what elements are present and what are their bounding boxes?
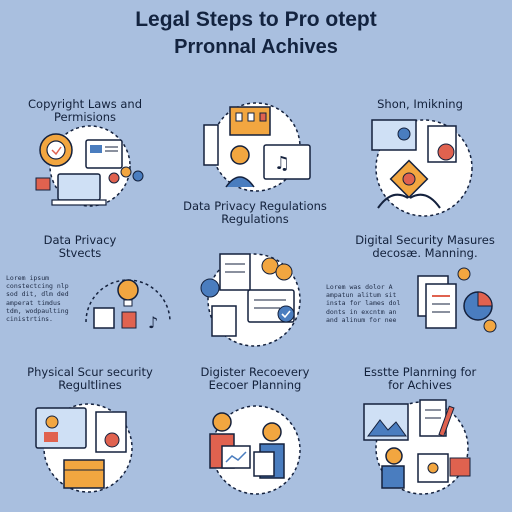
clipboard-icon <box>211 305 237 337</box>
pen-icon <box>438 405 455 437</box>
lorem-right-line: ampatun alitum sit <box>326 291 397 300</box>
panel-data-privacy-label-line1: Data Privacy <box>43 233 117 247</box>
data-privacy-illustration: ♪ <box>78 262 178 344</box>
lorem-right-line: donts in excntm an <box>326 307 397 316</box>
lightbulb-icon <box>117 279 139 301</box>
svg-text:♫: ♫ <box>274 153 290 174</box>
title-line-1: Legal Steps to Pro otept <box>135 8 377 31</box>
document-icon <box>253 451 275 477</box>
physical-security-illustration <box>30 396 150 504</box>
server-icon <box>203 124 219 166</box>
panel-digital-security-label-line2: decosæ. Manning. <box>372 246 478 260</box>
panel-estate-planning-label-line2: for Achives <box>388 378 452 392</box>
lorem-text-right: Lorem was dolor A ampatun alitum sit ins… <box>326 283 400 324</box>
panel-disaster-recovery-label-line2: Eecoer Planning <box>208 378 302 392</box>
panel-copyright-label: Copyright Laws and Permisions <box>10 98 160 124</box>
lorem-right-line: Lorem was dolor A <box>326 283 393 291</box>
data-privacy-regulations-illustration: ♫ <box>190 95 325 200</box>
panel-digital-security-label: Digital Security Masures decosæ. Manning… <box>345 234 505 260</box>
panel-data-privacy-label: Data Privacy Stvects <box>10 234 150 260</box>
person-icon <box>230 145 250 165</box>
panel-estate-planning-label-line1: Esstte Planrning for <box>363 365 477 379</box>
estate-planning-illustration <box>360 396 484 504</box>
panel-data-privacy-regulations-line2: Regulations <box>221 212 289 226</box>
lorem-left-line: amperat timdus <box>6 298 61 307</box>
award-icon <box>483 319 497 333</box>
target-icon <box>437 143 455 161</box>
panel-show-label: Shon, Imikning <box>350 98 490 111</box>
people-icon <box>120 166 132 178</box>
panel-digital-security-label-line1: Digital Security Masures <box>355 233 495 247</box>
box-icon <box>63 459 105 489</box>
lorem-right-line: and alinum for nee <box>326 315 397 324</box>
lock-icon <box>104 432 120 448</box>
person-icon <box>212 412 232 432</box>
send-icon <box>200 278 220 298</box>
panel-physical-security-label-line2: Regultlines <box>58 378 122 392</box>
panel-data-privacy-regulations-line1: Data Privacy Regulations <box>183 199 327 213</box>
lorem-left-line: tdm, wodpaulting <box>6 306 69 315</box>
chart-board-icon <box>221 445 251 469</box>
panel-disaster-recovery-label: Digister Recoevery Eecoer Planning <box>180 366 330 392</box>
id-card-icon <box>35 407 87 449</box>
disaster-recovery-illustration <box>196 396 316 506</box>
check-icon <box>277 305 295 323</box>
panel-copyright-label-line1: Copyright Laws and <box>28 97 142 111</box>
panel-physical-security-label: Physical Scur security Regultlines <box>10 366 170 392</box>
lorem-right-line: insta for lames dol <box>326 299 401 308</box>
panel-show-label-line1: Shon, Imikning <box>377 97 463 111</box>
lorem-left-line: Lorem ipsum <box>6 274 50 282</box>
show-illustration <box>358 112 488 224</box>
copyright-illustration <box>18 116 158 216</box>
lorem-text-left: Lorem ipsum constectcing nlp sod dit, dl… <box>6 274 69 323</box>
panel-estate-planning-label: Esstte Planrning for for Achives <box>345 366 495 392</box>
digital-security-illustration <box>412 264 508 344</box>
person-icon <box>262 422 282 442</box>
monitor-music-icon <box>263 144 311 180</box>
laptop-icon <box>57 173 101 201</box>
panel-disaster-recovery-label-line1: Digister Recoevery <box>200 365 310 379</box>
title-line-2: Prronnal Achives <box>174 36 338 58</box>
lorem-left-line: cinistrtins. <box>6 315 53 324</box>
center-illustration <box>190 246 320 356</box>
person-icon <box>385 447 403 465</box>
panel-data-privacy-regulations-label: Data Privacy Regulations Regulations <box>180 200 330 226</box>
lorem-left-line: constectcing nlp <box>6 282 69 291</box>
panel-physical-security-label-line1: Physical Scur security <box>27 365 153 379</box>
hands-icon <box>377 193 441 209</box>
panel-data-privacy-label-line2: Stvects <box>58 246 102 260</box>
lock-icon <box>93 307 115 329</box>
panel-copyright-label-line2: Permisions <box>53 110 117 124</box>
person-icon <box>457 267 471 281</box>
lorem-left-line: sod dit, dlm ded <box>6 290 69 299</box>
music-note-icon: ♪ <box>148 313 158 332</box>
folder-icon <box>449 457 471 477</box>
